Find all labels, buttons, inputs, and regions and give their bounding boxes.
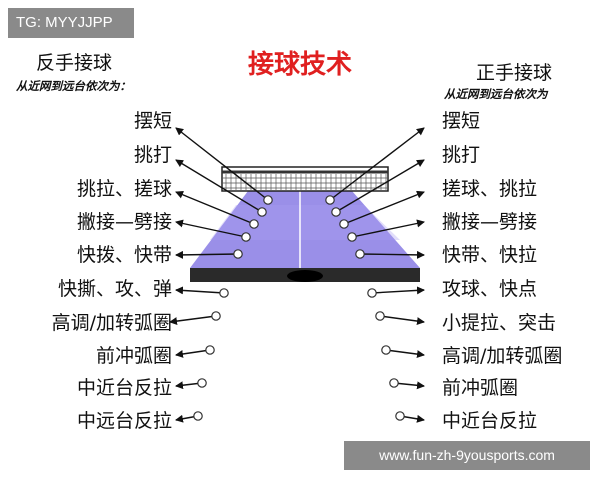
left-ball-8	[205, 345, 215, 355]
right-technique-2: 挑打	[442, 144, 481, 166]
left-technique-10: 中远台反拉	[76, 410, 172, 432]
left-subtitle: 从近网到远台依次为：	[16, 79, 131, 93]
right-ball-2	[331, 207, 341, 217]
left-ball-1	[263, 195, 273, 205]
net	[221, 166, 389, 192]
left-ball-6	[219, 288, 229, 298]
right-ball-9	[389, 378, 399, 388]
left-arrow-5	[175, 250, 239, 259]
left-technique-3: 挑拉、搓球	[76, 178, 172, 200]
right-arrow-7	[379, 315, 425, 326]
right-ball-4	[347, 232, 357, 242]
right-technique-1: 摆短	[442, 110, 481, 132]
right-ball-3	[339, 219, 349, 229]
right-technique-8: 高调/加转弧圈	[442, 345, 563, 367]
left-technique-6: 快撕、攻、弹	[57, 278, 172, 300]
left-technique-5: 快拨、快带	[76, 244, 172, 266]
right-arrow-8	[385, 349, 425, 359]
left-arrow-1	[175, 127, 269, 201]
right-arrow-4	[351, 219, 425, 238]
right-ball-8	[381, 345, 391, 355]
right-ball-6	[367, 288, 377, 298]
left-technique-7: 高调/加转弧圈	[51, 312, 172, 334]
left-ball-2	[257, 207, 267, 217]
right-technique-10: 中近台反拉	[442, 410, 538, 432]
left-technique-1: 摆短	[133, 110, 172, 132]
right-arrow-1	[329, 127, 425, 201]
left-arrow-4	[175, 219, 247, 238]
left-technique-8: 前冲弧圈	[95, 345, 172, 367]
left-arrow-2	[175, 159, 263, 213]
right-technique-3: 搓球、挑拉	[442, 178, 538, 200]
left-arrow-3	[175, 190, 255, 225]
main-title: 接球技术	[247, 50, 352, 80]
right-arrow-9	[393, 381, 425, 390]
left-title: 反手接球	[36, 52, 113, 74]
right-ball-5	[355, 249, 365, 259]
right-technique-6: 攻球、快点	[442, 278, 538, 300]
right-subtitle: 从近网到远台依次为	[444, 87, 548, 101]
right-arrow-3	[343, 190, 425, 225]
watermark-top: TG: MYYJJPP	[8, 8, 134, 38]
left-ball-10	[193, 411, 203, 421]
left-technique-4: 撇接—劈接	[76, 211, 172, 233]
table-top-near	[210, 205, 400, 240]
right-technique-5: 快带、快拉	[442, 244, 538, 266]
right-ball-10	[395, 411, 405, 421]
left-technique-9: 中近台反拉	[76, 377, 172, 399]
left-ball-4	[241, 232, 251, 242]
right-ball-1	[325, 195, 335, 205]
watermark-bottom: www.fun-zh-9yousports.com	[344, 441, 590, 470]
left-arrow-7	[169, 315, 217, 326]
right-arrow-2	[335, 159, 425, 213]
table-top	[190, 191, 420, 268]
right-technique-9: 前冲弧圈	[442, 377, 519, 399]
right-title: 正手接球	[476, 62, 553, 84]
left-arrow-6	[175, 286, 225, 295]
left-ball-7	[211, 311, 221, 321]
left-arrow-8	[175, 349, 211, 358]
left-ball-5	[233, 249, 243, 259]
left-technique-2: 挑打	[133, 144, 172, 166]
right-ball-7	[375, 311, 385, 321]
right-technique-4: 撇接—劈接	[442, 211, 538, 233]
right-arrow-6	[371, 286, 425, 295]
right-technique-7: 小提拉、突击	[442, 312, 557, 334]
table-shadow	[287, 270, 323, 282]
right-arrow-5	[359, 250, 425, 259]
left-ball-9	[197, 378, 207, 388]
left-ball-3	[249, 219, 259, 229]
